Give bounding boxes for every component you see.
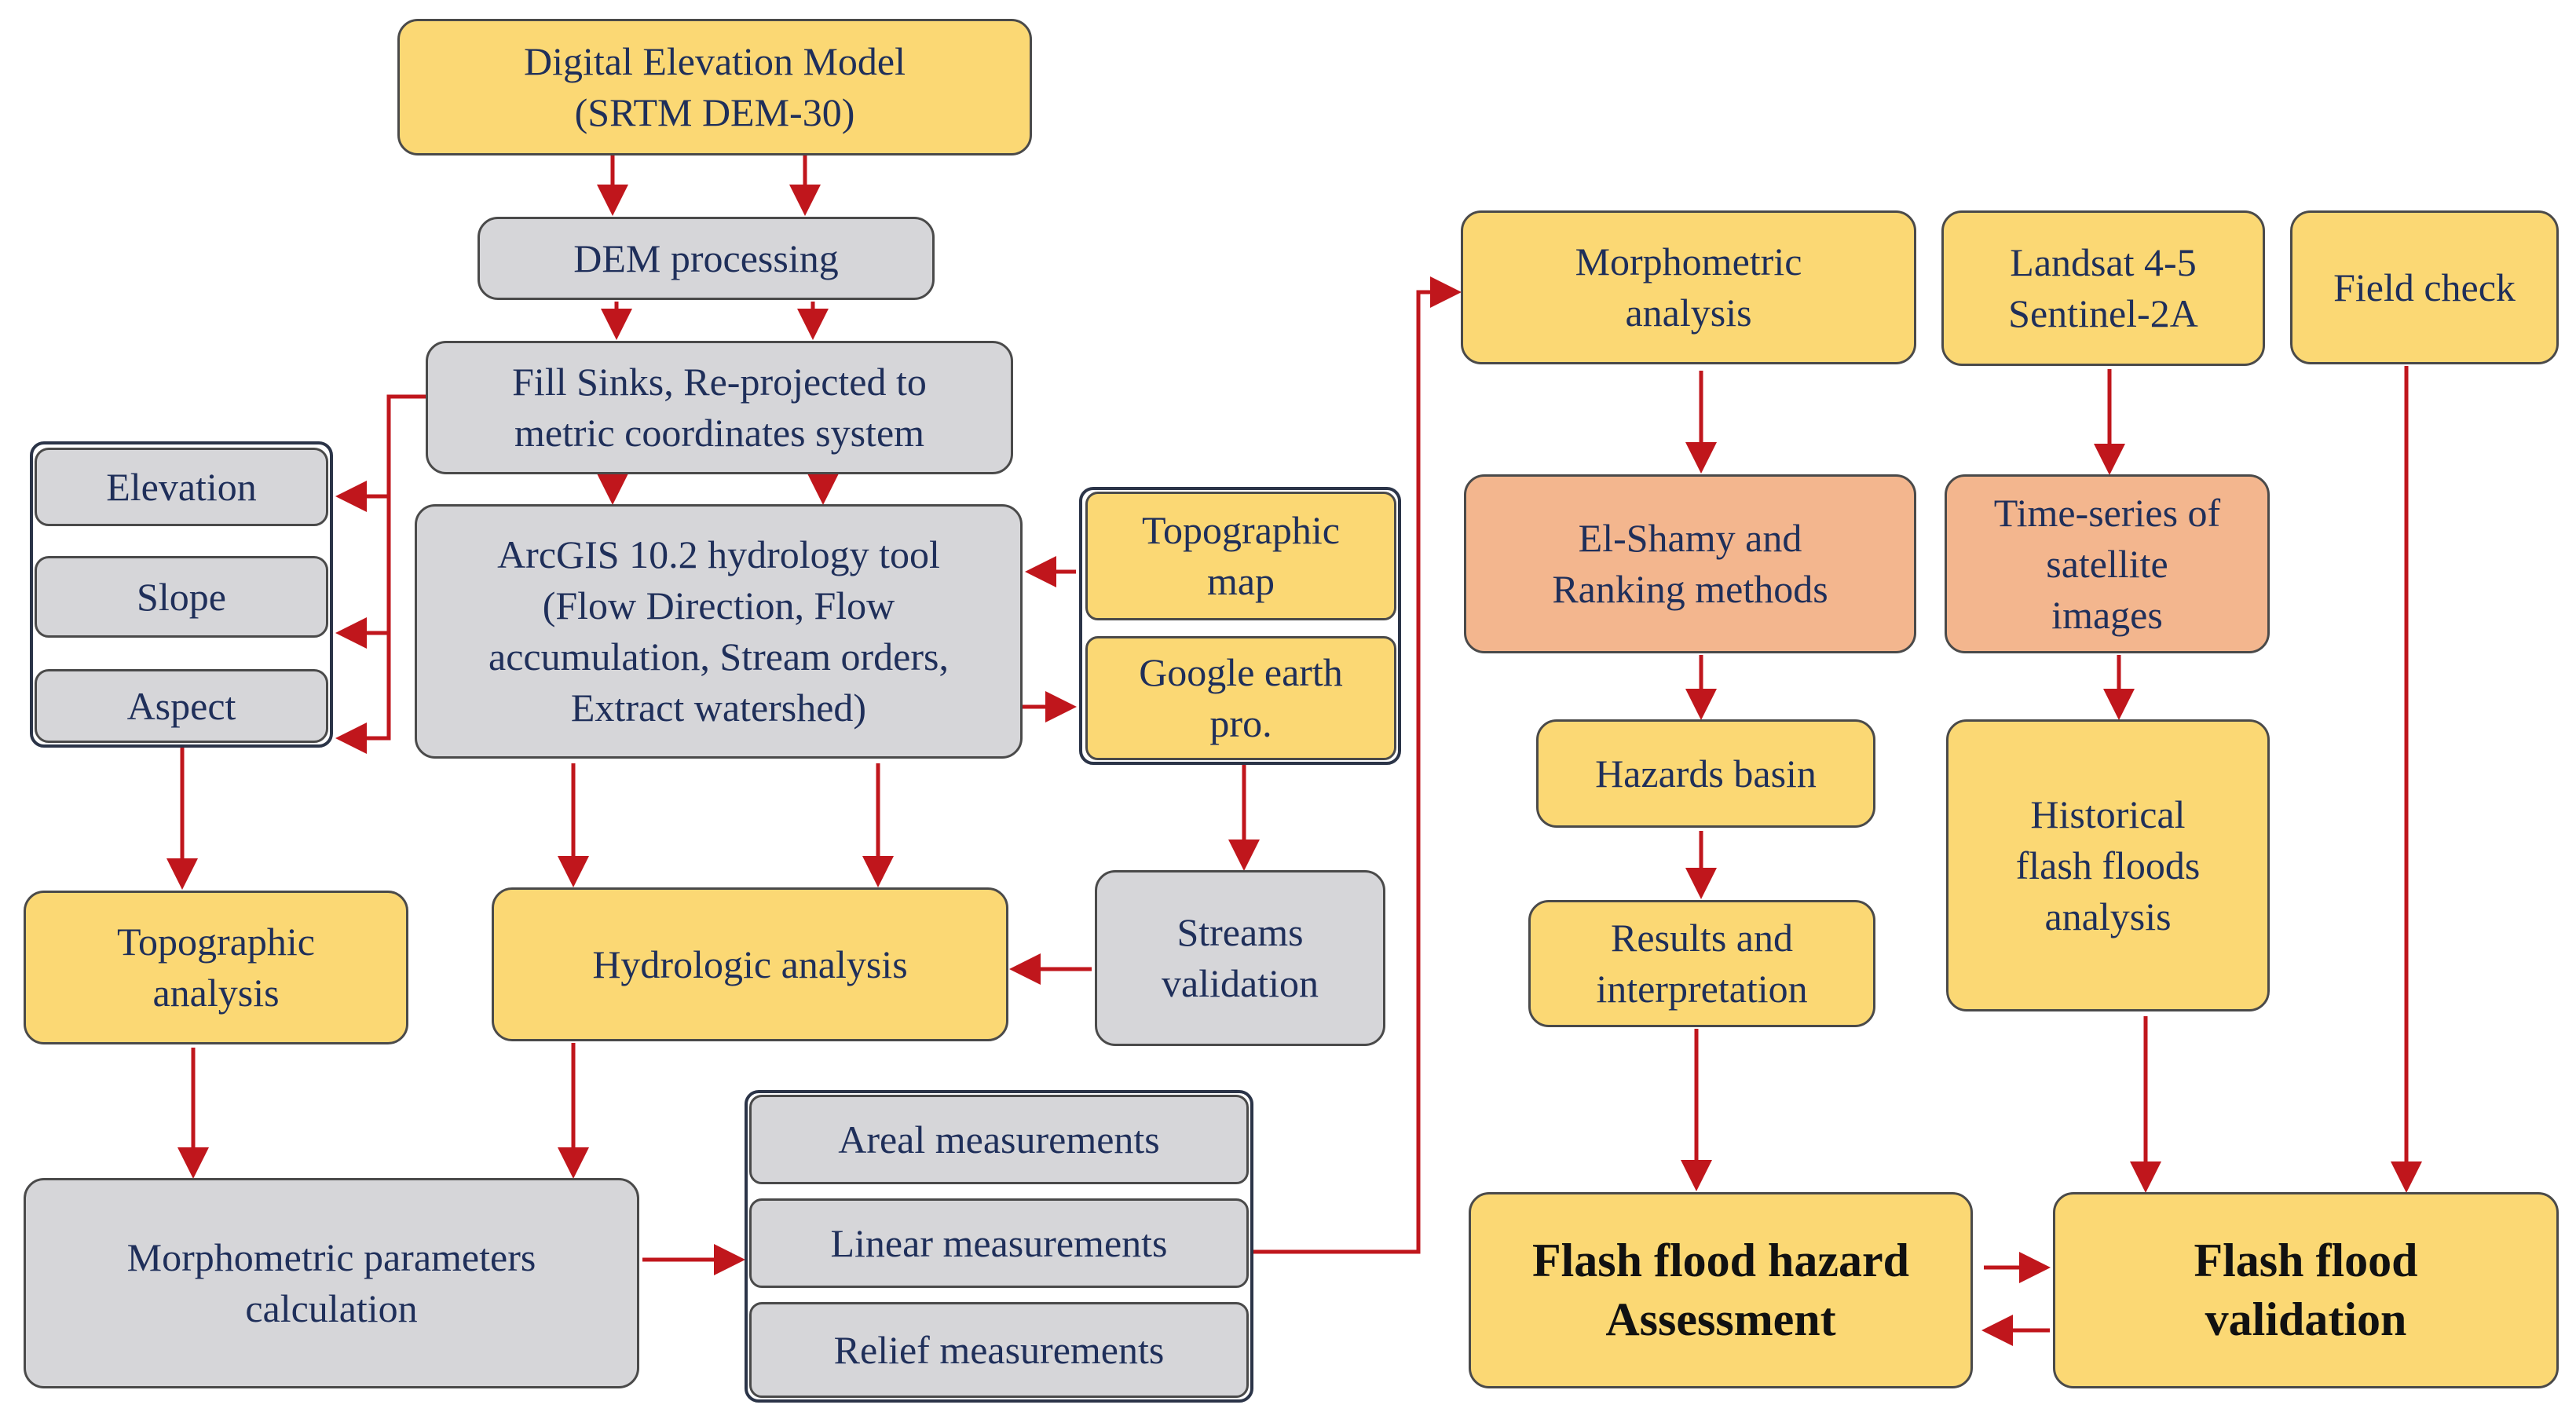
results-label-line: Results and [1611, 916, 1793, 960]
historical-label-line: flash floods [2015, 843, 2201, 887]
elevation-label-line: Elevation [106, 464, 257, 509]
arrow-to-aspect [335, 633, 391, 754]
results-interpretation-box: Results and interpretation [1528, 900, 1875, 1027]
measurements-group [745, 1090, 1253, 1403]
google-earth-label-line: Google earth [1139, 650, 1343, 694]
morpho-params-label-line: Morphometric parameters [126, 1235, 536, 1279]
field-check-box: Field check [2290, 210, 2559, 364]
elevation-box: Elevation [35, 448, 328, 526]
dem-processing-box: DEM processing [478, 217, 935, 300]
topo-analysis-label-line: Topographic [117, 920, 315, 964]
hydro-analysis-label-line: Hydrologic analysis [592, 942, 908, 986]
morpho-analysis-label-line: analysis [1625, 291, 1752, 335]
arrow-to-elevation [335, 394, 428, 512]
topographic-analysis-box: Topographic analysis [24, 891, 408, 1044]
areal-label-line: Areal measurements [838, 1117, 1160, 1161]
terrain-derivatives-group [30, 441, 333, 748]
fill-sinks-label-line: metric coordinates system [514, 411, 925, 455]
streams-validation-label-line: validation [1162, 961, 1319, 1005]
el-shamy-label-line: El-Shamy and [1578, 516, 1802, 560]
validation-label-line: validation [2205, 1293, 2407, 1345]
validation-label-line: Flash flood [2194, 1235, 2418, 1286]
hazards-basin-label-line: Hazards basin [1595, 751, 1817, 796]
topo-map-label-line: map [1206, 559, 1275, 603]
aspect-label-line: Aspect [126, 683, 236, 728]
arcgis-label-line: ArcGIS 10.2 hydrology tool [497, 532, 940, 576]
dem-label-line: Digital Elevation Model [523, 39, 906, 83]
time-series-box: Time-series of satellite images [1945, 474, 2270, 653]
topo-map-label-line: Topographic [1142, 508, 1340, 552]
slope-box: Slope [35, 556, 328, 638]
historical-label-line: analysis [2044, 894, 2172, 938]
dem-box: Digital Elevation Model (SRTM DEM-30) [397, 19, 1032, 155]
results-label-line: interpretation [1596, 967, 1808, 1011]
morphometric-parameters-box: Morphometric parameters calculation [24, 1178, 639, 1388]
time-series-label-line: images [2051, 592, 2163, 637]
arrow-measurements-morpho-analysis [1253, 276, 1462, 1254]
morphometric-analysis-box: Morphometric analysis [1461, 210, 1916, 364]
relief-measurements-box: Relief measurements [749, 1302, 1249, 1398]
hazard-assessment-label-line: Assessment [1605, 1293, 1836, 1345]
hydrologic-analysis-box: Hydrologic analysis [492, 887, 1008, 1041]
fill-sinks-label-line: Fill Sinks, Re-projected to [512, 360, 927, 404]
flood-validation-box: Flash flood validation [2053, 1192, 2559, 1388]
relief-label-line: Relief measurements [833, 1327, 1165, 1372]
morpho-params-label-line: calculation [245, 1286, 418, 1330]
linear-measurements-box: Linear measurements [749, 1198, 1249, 1288]
time-series-label-line: Time-series of [1993, 490, 2221, 535]
streams-validation-label-line: Streams [1176, 910, 1304, 954]
slope-label-line: Slope [137, 574, 226, 619]
arcgis-label-line: (Flow Direction, Flow [542, 583, 895, 627]
dem-label-line: (SRTM DEM-30) [574, 90, 855, 134]
topographic-map-box: Topographic map [1085, 492, 1396, 620]
arcgis-label-line: accumulation, Stream orders, [488, 635, 949, 679]
landsat-label-line: Sentinel-2A [2008, 291, 2198, 335]
areal-measurements-box: Areal measurements [749, 1095, 1249, 1184]
historical-label-line: Historical [2030, 792, 2186, 836]
dem-processing-label-line: DEM processing [573, 236, 839, 280]
arcgis-label-line: Extract watershed) [570, 686, 867, 730]
aspect-box: Aspect [35, 669, 328, 743]
streams-validation-box: Streams validation [1095, 870, 1385, 1046]
historical-floods-box: Historical flash floods analysis [1946, 719, 2270, 1011]
field-check-label-line: Field check [2333, 265, 2516, 309]
google-earth-box: Google earth pro. [1085, 636, 1396, 760]
morpho-analysis-label-line: Morphometric [1575, 240, 1802, 284]
landsat-label-line: Landsat 4-5 [2010, 240, 2197, 284]
arcgis-box: ArcGIS 10.2 hydrology tool (Flow Directio… [415, 504, 1023, 759]
hazard-assessment-label-line: Flash flood hazard [1531, 1235, 1910, 1286]
google-earth-label-line: pro. [1209, 701, 1272, 745]
fill-sinks-box: Fill Sinks, Re-projected to metric coordi… [426, 341, 1013, 474]
el-shamy-label-line: Ranking methods [1552, 567, 1828, 611]
time-series-label-line: satellite [2046, 541, 2168, 586]
arrow-to-slope [335, 496, 391, 649]
hazards-basin-box: Hazards basin [1536, 719, 1875, 828]
linear-label-line: Linear measurements [830, 1220, 1168, 1265]
topo-analysis-label-line: analysis [152, 971, 280, 1015]
ancillary-data-group [1079, 487, 1401, 765]
